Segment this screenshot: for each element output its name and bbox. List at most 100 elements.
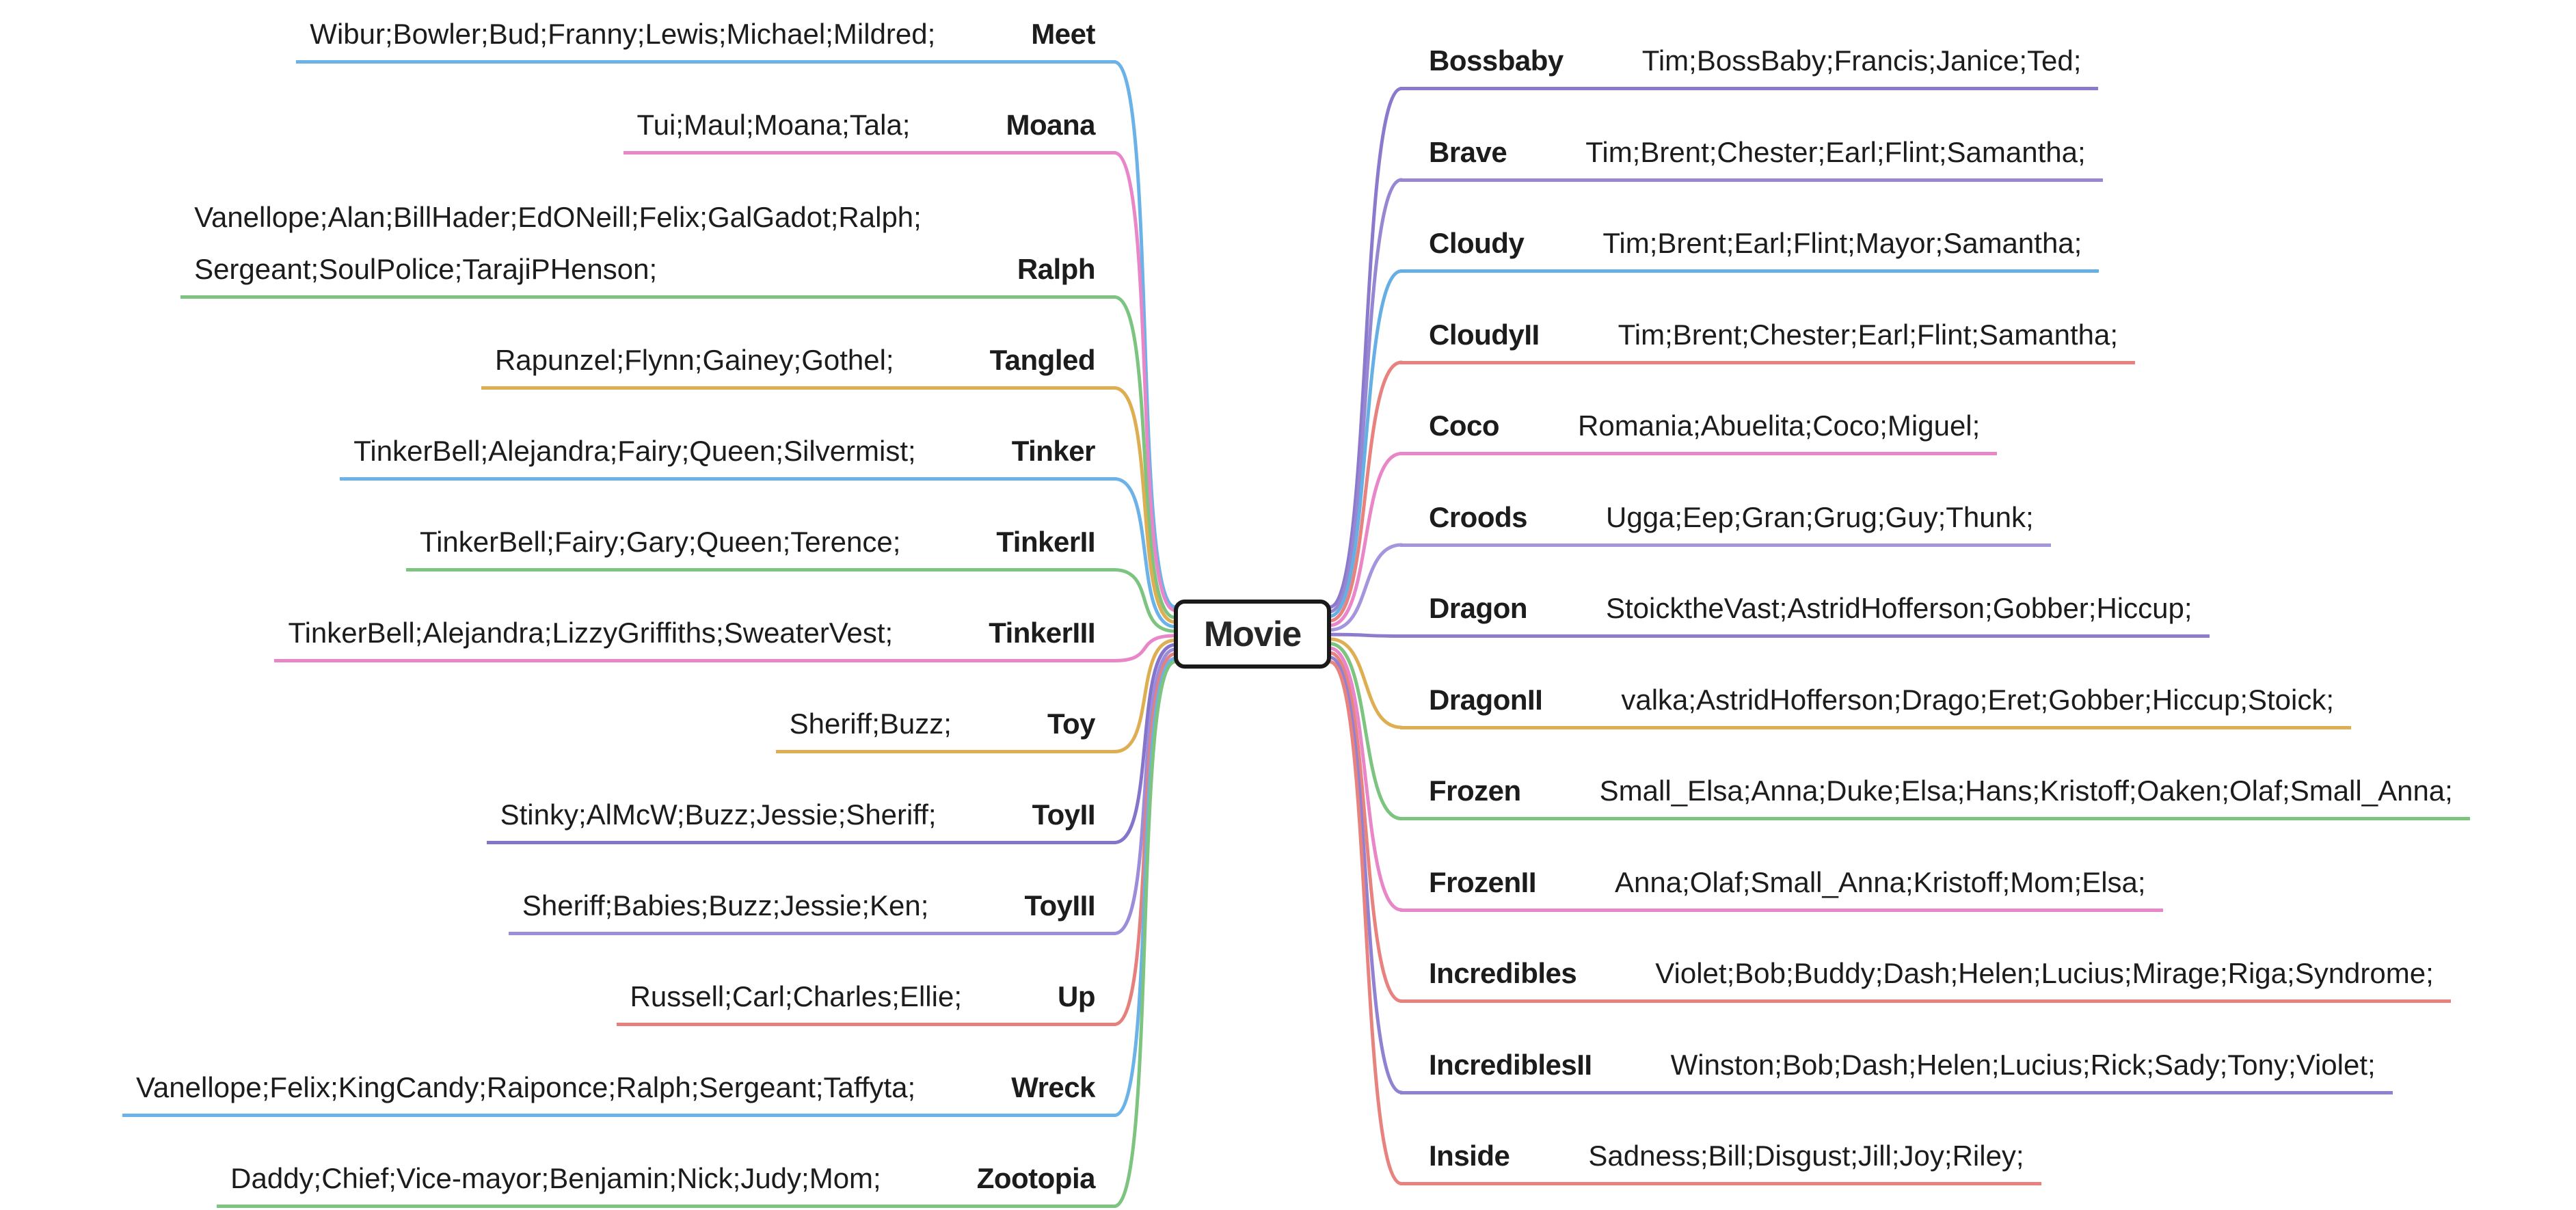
branch-characters-line: Tui;Maul;Moana;Tala; [636,109,911,141]
branch-characters-line: Romania;Abuelita;Coco;Miguel; [1578,409,1981,442]
branch-characters-line: Russell;Carl;Charles;Ellie; [630,980,962,1012]
branch-characters[interactable]: Tui;Maul;Moana;Tala; [637,99,911,151]
branch-name[interactable]: TinkerIII [989,617,1095,649]
root-node[interactable]: Movie [1174,600,1331,669]
branch-node-Coco: Coco Romania;Abuelita;Coco;Miguel; [1400,400,1998,455]
branch-name[interactable]: Brave [1429,135,1507,168]
branch-name[interactable]: CloudyII [1429,318,1540,351]
branch-characters[interactable]: Stinky;AlMcW;Buzz;Jessie;Sheriff; [500,789,937,841]
branch-name[interactable]: Up [1058,980,1096,1012]
branch-characters[interactable]: Ugga;Eep;Gran;Grug;Guy;Thunk; [1606,492,2034,543]
branch-node-Cloudy: Cloudy Tim;Brent;Earl;Flint;Mayor;Samanth… [1400,217,2099,273]
branch-name[interactable]: Toy [1047,708,1096,740]
branch-name[interactable]: FrozenII [1429,865,1537,898]
branch-name[interactable]: Tinker [1011,435,1096,467]
branch-connector [1328,360,1404,623]
branch-characters[interactable]: TinkerBell;Alejandra;Fairy;Queen;Silverm… [353,425,915,477]
branch-connector [1328,660,1404,1185]
branch-characters-line: Violet;Bob;Buddy;Dash;Helen;Lucius;Mirag… [1655,957,2434,989]
branch-characters-line: Winston;Bob;Dash;Helen;Lucius;Rick;Sady;… [1670,1048,2376,1081]
branch-characters[interactable]: Anna;Olaf;Small_Anna;Kristoff;Mom;Elsa; [1615,857,2146,909]
branch-name[interactable]: Zootopia [976,1162,1096,1194]
branch-characters[interactable]: Romania;Abuelita;Coco;Miguel; [1578,400,1980,452]
branch-characters-line: valka;AstridHofferson;Drago;Eret;Gobber;… [1621,683,2335,716]
branch-connector [1328,87,1404,609]
branch-characters[interactable]: Winston;Bob;Dash;Helen;Lucius;Rick;Sady;… [1671,1039,2376,1091]
branch-connector [1328,178,1404,614]
branch-node-Inside: Inside Sadness;Bill;Disgust;Jill;Joy;Rile… [1400,1130,2041,1185]
branch-node-Incredibles: Incredibles Violet;Bob;Buddy;Dash;Helen;L… [1400,947,2451,1003]
branch-connector [1328,543,1404,632]
branch-node-Ralph: Vanellope;Alan;BillHader;EdONeill;Felix;… [180,191,1116,299]
branch-name[interactable]: Dragon [1429,592,1528,624]
branch-name[interactable]: Cloudy [1429,227,1525,259]
branch-characters[interactable]: Tim;Brent;Chester;Earl;Flint;Samantha; [1618,309,2118,361]
branch-node-IncrediblesII: IncrediblesII Winston;Bob;Dash;Helen;Luci… [1400,1039,2393,1094]
branch-characters-line: TinkerBell;Alejandra;LizzyGriffiths;Swea… [288,617,894,649]
branch-characters-line: Tim;BossBaby;Francis;Janice;Ted; [1641,44,2082,77]
branch-connector [1328,651,1404,1003]
branch-name[interactable]: Inside [1429,1140,1510,1172]
branch-name[interactable]: DragonII [1429,683,1543,716]
branch-node-Tangled: Rapunzel;Flynn;Gainey;Gothel; Tangled [481,334,1116,390]
branch-connector [1112,652,1177,1026]
branch-characters[interactable]: TinkerBell;Alejandra;LizzyGriffiths;Swea… [288,607,893,659]
branch-characters[interactable]: Sadness;Bill;Disgust;Jill;Joy;Riley; [1588,1130,2024,1182]
branch-connector [1112,647,1177,935]
branch-name[interactable]: ToyII [1032,798,1096,831]
branch-connector [1112,634,1177,662]
branch-name[interactable]: Croods [1429,500,1528,533]
branch-connector [1112,60,1177,609]
branch-characters[interactable]: TinkerBell;Fairy;Gary;Queen;Terence; [420,516,900,568]
branch-connector [1112,477,1177,629]
branch-node-ToyII: Stinky;AlMcW;Buzz;Jessie;Sheriff; ToyII [486,789,1116,844]
branch-connector [1112,638,1177,753]
branch-characters-line: Ugga;Eep;Gran;Grug;Guy;Thunk; [1606,500,2034,533]
branch-name[interactable]: Coco [1429,409,1500,442]
branch-characters[interactable]: Small_Elsa;Anna;Duke;Elsa;Hans;Kristoff;… [1600,765,2453,817]
branch-characters-line: TinkerBell;Fairy;Gary;Queen;Terence; [419,526,901,558]
branch-node-Frozen: Frozen Small_Elsa;Anna;Duke;Elsa;Hans;Kri… [1400,765,2470,820]
branch-name[interactable]: Bossbaby [1429,44,1564,77]
branch-characters[interactable]: Tim;Brent;Earl;Flint;Mayor;Samantha; [1602,217,2082,269]
branch-characters[interactable]: Tim;BossBaby;Francis;Janice;Ted; [1642,35,2082,87]
branch-name[interactable]: Tangled [989,344,1096,376]
branch-connector [1112,643,1177,844]
branch-node-Dragon: Dragon StoicktheVast;AstridHofferson;Gobb… [1400,582,2210,638]
branch-characters-line: Rapunzel;Flynn;Gainey;Gothel; [494,344,894,376]
branch-characters[interactable]: Violet;Bob;Buddy;Dash;Helen;Lucius;Mirag… [1655,947,2434,999]
branch-node-CloudyII: CloudyII Tim;Brent;Chester;Earl;Flint;Sam… [1400,309,2136,364]
branch-name[interactable]: TinkerII [996,526,1095,558]
branch-characters-line: Vanellope;Felix;KingCandy;Raiponce;Ralph… [136,1071,916,1103]
branch-connector [1112,295,1177,619]
branch-characters[interactable]: Tim;Brent;Chester;Earl;Flint;Samantha; [1585,126,2085,178]
branch-name[interactable]: ToyIII [1024,889,1095,922]
branch-name[interactable]: Frozen [1429,775,1521,807]
branch-characters[interactable]: Sheriff;Babies;Buzz;Jessie;Ken; [522,880,929,932]
branch-name[interactable]: Wreck [1011,1071,1095,1103]
branch-name[interactable]: Moana [1006,109,1095,141]
branch-node-DragonII: DragonII valka;AstridHofferson;Drago;Eret… [1400,674,2352,729]
branch-characters[interactable]: Wibur;Bowler;Bud;Franny;Lewis;Michael;Mi… [310,8,935,60]
branch-characters[interactable]: Daddy;Chief;Vice-mayor;Benjamin;Nick;Jud… [230,1153,881,1205]
branch-name[interactable]: Ralph [1017,253,1096,285]
branch-characters[interactable]: Vanellope;Alan;BillHader;EdONeill;Felix;… [194,191,922,295]
branch-characters[interactable]: Vanellope;Felix;KingCandy;Raiponce;Ralph… [136,1062,915,1114]
branch-characters[interactable]: Sheriff;Buzz; [790,698,952,750]
branch-name[interactable]: Incredibles [1429,957,1577,989]
branch-characters[interactable]: valka;AstridHofferson;Drago;Eret;Gobber;… [1621,674,2334,726]
branch-characters-line: Daddy;Chief;Vice-mayor;Benjamin;Nick;Jud… [230,1162,881,1194]
branch-characters-line: TinkerBell;Alejandra;Fairy;Queen;Silverm… [353,435,916,467]
branch-characters[interactable]: Rapunzel;Flynn;Gainey;Gothel; [495,334,894,386]
branch-node-Brave: Brave Tim;Brent;Chester;Earl;Flint;Samant… [1400,126,2103,182]
branch-characters[interactable]: StoicktheVast;AstridHofferson;Gobber;Hic… [1606,582,2192,634]
root-node-label: Movie [1203,614,1302,654]
branch-node-FrozenII: FrozenII Anna;Olaf;Small_Anna;Kristoff;Mo… [1400,857,2163,912]
branch-characters[interactable]: Russell;Carl;Charles;Ellie; [630,971,962,1023]
branch-node-Meet: Wibur;Bowler;Bud;Franny;Lewis;Michael;Mi… [296,8,1116,64]
branch-name[interactable]: IncrediblesII [1429,1048,1592,1081]
branch-name[interactable]: Meet [1031,18,1095,50]
branch-connector [1328,641,1404,820]
